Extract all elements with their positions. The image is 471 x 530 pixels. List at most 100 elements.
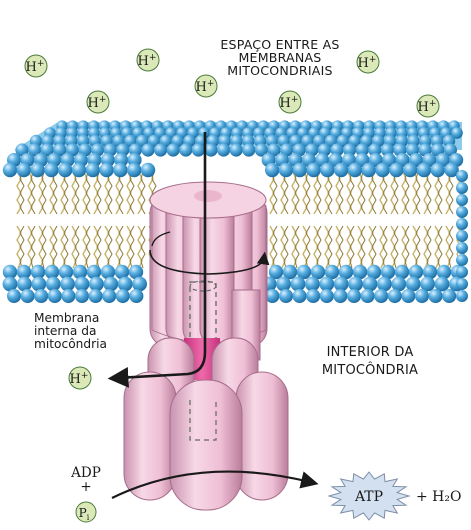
lipid-tail [74,225,80,269]
lipid-head [86,264,102,280]
rotation-arrow [149,249,270,275]
lipid-head [229,143,243,157]
lipid-head [361,162,376,178]
lipid-tail [426,225,432,269]
lipid-tail [283,225,289,269]
hydrogen-ion-label: H+ [358,55,377,71]
lipid-tail [404,225,410,269]
lipid-head [127,162,142,178]
lipid-head [443,143,457,157]
lipid-head [60,276,75,292]
membrane-line-1: Membrana [34,311,100,325]
lipid-tail [16,171,22,215]
lipid-tail [140,225,146,269]
lipid-tail [63,225,69,269]
lipid-head [179,143,193,157]
lipid-head [132,276,148,292]
lipid-tail [107,225,113,269]
lipid-tail [118,225,124,269]
lipid-tail [382,225,388,269]
lipid-head [129,289,144,303]
pi-label: P [79,506,87,520]
lipid-tail [445,225,451,269]
lipid-tail [272,225,278,269]
lipid-head [117,276,133,292]
lipid-head [128,264,144,280]
intermembrane-space-label: ESPAÇO ENTRE AS MEMBRANAS MITOCONDRIAIS [196,38,364,78]
lipid-tail [126,225,132,269]
lipid-tail [82,171,88,215]
lipid-head [389,162,404,178]
lipid-head [320,162,335,178]
atp-synthesis-arrow [111,470,319,499]
space-line-2: MEMBRANAS [238,50,322,66]
lipid-tail [313,171,319,215]
lipid-head [17,276,32,292]
lipid-tail [434,225,440,269]
lipid-head [352,264,368,280]
lipid-tail [335,225,341,269]
lipid-head [15,143,29,157]
lipid-tail [390,171,396,215]
lipid-head [40,143,54,157]
lipid-head [375,162,390,178]
lipid-tail [126,171,132,215]
hydrogen-ion: H+ [278,90,302,114]
lipid-head [2,276,18,292]
lipid-head [113,162,128,178]
lipid-tail [316,225,322,269]
membrane-line-2: interna da [34,323,97,338]
lipid-head [61,289,76,303]
lipid-tail [357,225,363,269]
lipid-tail [129,171,135,215]
lipid-head [217,143,231,157]
lipid-head [100,264,116,280]
lipid-head [436,264,452,280]
lipid-head [75,289,89,303]
lipid-tail [104,225,110,269]
lipid-tail [313,225,319,269]
lipid-tail [118,171,124,215]
atp-burst: ATP [327,471,411,521]
lipid-tail [412,171,418,215]
lipid-head [355,143,369,157]
lipid-tail [393,225,399,269]
lipid-tail [302,225,308,269]
lipid-head [254,143,268,157]
lipid-tail [437,225,443,269]
lipid-tail [327,225,333,269]
lipid-head [444,162,459,178]
lipid-tail [269,225,275,269]
lipid-head [324,264,340,280]
lipid-head [338,264,354,280]
hydrogen-ions: H+H+H+H+H+H+H+H+ [24,48,440,390]
lipid-tail [346,225,352,269]
lipid-head [456,170,468,182]
lipid-head [456,254,468,266]
lipid-tail [357,171,363,215]
lipid-head [374,289,389,303]
lipid-head [310,264,326,280]
lipid-tail [140,171,146,215]
phosphate-circle: Pi [75,501,97,523]
lipid-tail [93,225,99,269]
water-label: + H₂O [416,489,462,505]
matrix-line-2: MITOCÔNDRIA [321,362,419,378]
lipid-tail [137,225,143,269]
lipid-tail [349,171,355,215]
lipid-tail [294,171,300,215]
f1-head [123,337,289,511]
lipid-tail [272,171,278,215]
lipid-head [242,143,256,157]
lipid-tail [371,225,377,269]
lipid-tail [448,171,454,215]
adp-label: ADP [71,465,101,481]
lipid-head [368,153,383,167]
atp-label: ATP [354,489,383,505]
lipid-head [115,289,130,303]
lipid-head [267,143,281,157]
lipid-head [360,289,375,303]
lipid-tail [338,171,344,215]
